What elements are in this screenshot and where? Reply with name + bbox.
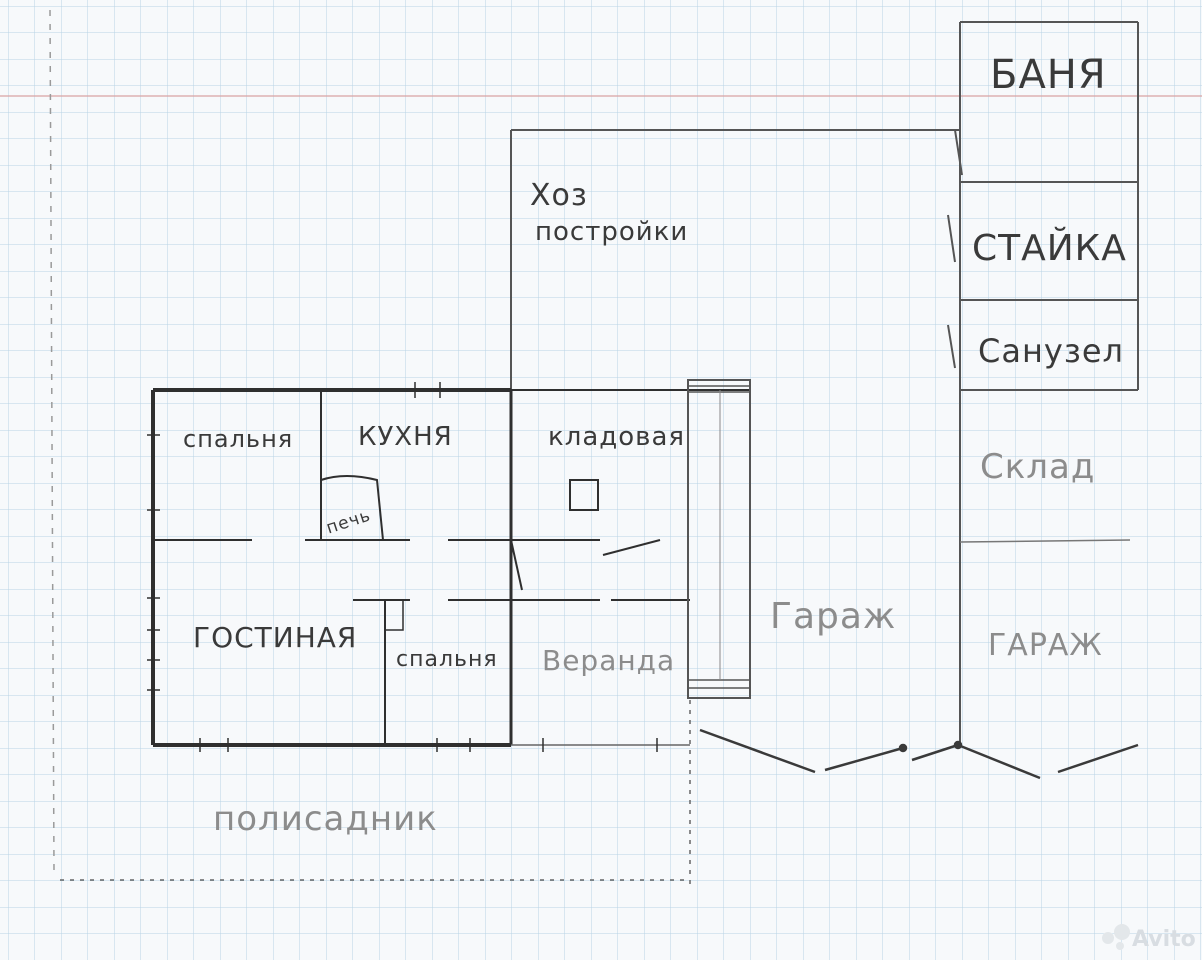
khoz-postroiki-outline — [510, 129, 960, 390]
property-boundary — [60, 700, 691, 890]
label-kukhnya: КУХНЯ — [358, 422, 453, 452]
label-garazh-right: ГАРАЖ — [988, 628, 1103, 663]
label-staika: СТАЙКА — [972, 227, 1127, 269]
label-kladovaya: кладовая — [548, 422, 685, 452]
label-garazh-mid: Гараж — [770, 596, 896, 637]
label-sanuzel: Санузел — [978, 332, 1124, 370]
label-sklad: Склад — [980, 447, 1095, 487]
gates — [699, 728, 1139, 780]
outbuildings-column — [947, 21, 1139, 748]
window-marks — [147, 382, 658, 752]
label-khoz: Хоз — [530, 178, 588, 213]
garage-strip — [687, 379, 751, 699]
label-spalnya-bottom: спальня — [396, 647, 498, 672]
svg-text:Avito: Avito — [1132, 927, 1196, 952]
avito-watermark: Avito — [1102, 924, 1196, 952]
label-polisadnik: полисадник — [213, 799, 438, 839]
label-gostinaya: ГОСТИНАЯ — [193, 621, 357, 654]
label-postroiki: постройки — [535, 217, 688, 247]
label-spalnya-top: спальня — [183, 425, 293, 453]
house-walls — [151, 388, 750, 747]
left-dashed-edge — [49, 9, 55, 871]
label-banya: БАНЯ — [990, 52, 1107, 98]
label-veranda: Веранда — [542, 644, 675, 677]
